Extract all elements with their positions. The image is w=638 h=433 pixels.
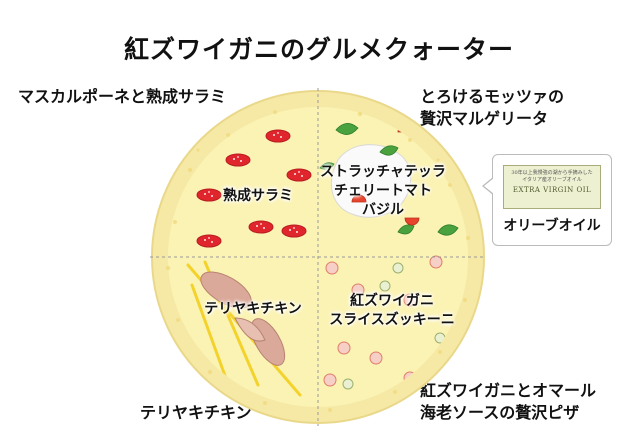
bottom-right-name-line-2: 海老ソースの贅沢ピザ xyxy=(420,403,580,422)
olive-oil-label: オリーブオイル xyxy=(503,218,601,234)
quarter-label-top-left-line-1: 熟成サラミ xyxy=(223,188,293,204)
basil-leaves xyxy=(319,123,459,236)
top-left-name-line-1: マスカルポーネと熟成サラミ xyxy=(18,87,227,106)
page-title: 紅ズワイガニのグルメクォーター xyxy=(123,35,514,64)
bottom-right-pizza-name: 紅ズワイガニとオマール 海老ソースの贅沢ピザ xyxy=(420,380,596,424)
quarter-label-top-right-line-3: バジル xyxy=(362,202,404,218)
top-right-name-line-1: とろけるモッツァの xyxy=(420,87,565,106)
quarter-label-bottom-right-line-1: 紅ズワイガニ xyxy=(350,293,434,309)
quarter-dividers xyxy=(150,88,486,426)
stracciatella-cheese xyxy=(330,144,412,218)
top-left-pizza-name: マスカルポーネと熟成サラミ xyxy=(18,86,226,108)
bottom-left-pizza-name: テリヤキチキン xyxy=(140,402,252,424)
olive-oil-bottle-text-jp-1: 30年以上我慢強の湖から手摘みした xyxy=(511,170,593,176)
quarter-label-bottom-right: 紅ズワイガニ スライスズッキーニ xyxy=(322,292,462,330)
quarter-label-bottom-right-line-2: スライスズッキーニ xyxy=(329,312,455,328)
olive-oil-callout: 30年以上我慢強の湖から手摘みした イタリア産オリーブオイル EXTRA VIR… xyxy=(482,154,612,246)
olive-oil-bottle-text-en: EXTRA VIRGIN OIL xyxy=(512,186,592,194)
quarter-label-bottom-left-line-1: テリヤキチキン xyxy=(204,301,302,317)
bottom-right-name-line-1: 紅ズワイガニとオマール xyxy=(420,381,597,400)
crab-and-zucchini-toppings xyxy=(323,255,446,390)
top-right-pizza-name: とろけるモッツァの 贅沢マルゲリータ xyxy=(420,86,564,130)
salami-slices xyxy=(196,129,312,248)
quarter-label-top-right-line-2: チェリートマト xyxy=(334,183,432,199)
top-right-name-line-2: 贅沢マルゲリータ xyxy=(420,109,549,128)
quarter-label-top-right-line-1: ストラッチャテッラ xyxy=(320,164,446,180)
olive-oil-bottle-text-jp-2: イタリア産オリーブオイル xyxy=(522,177,582,183)
quarter-label-top-right: ストラッチャテッラ チェリートマト バジル xyxy=(318,163,448,220)
olive-oil-bottle-label: 30年以上我慢強の湖から手摘みした イタリア産オリーブオイル EXTRA VIR… xyxy=(503,165,601,209)
quarter-label-bottom-left: テリヤキチキン xyxy=(198,300,308,319)
quarter-label-top-left: 熟成サラミ xyxy=(213,187,303,206)
teriyaki-chicken-pieces xyxy=(186,260,302,397)
bottom-left-name-line-1: テリヤキチキン xyxy=(140,403,252,422)
